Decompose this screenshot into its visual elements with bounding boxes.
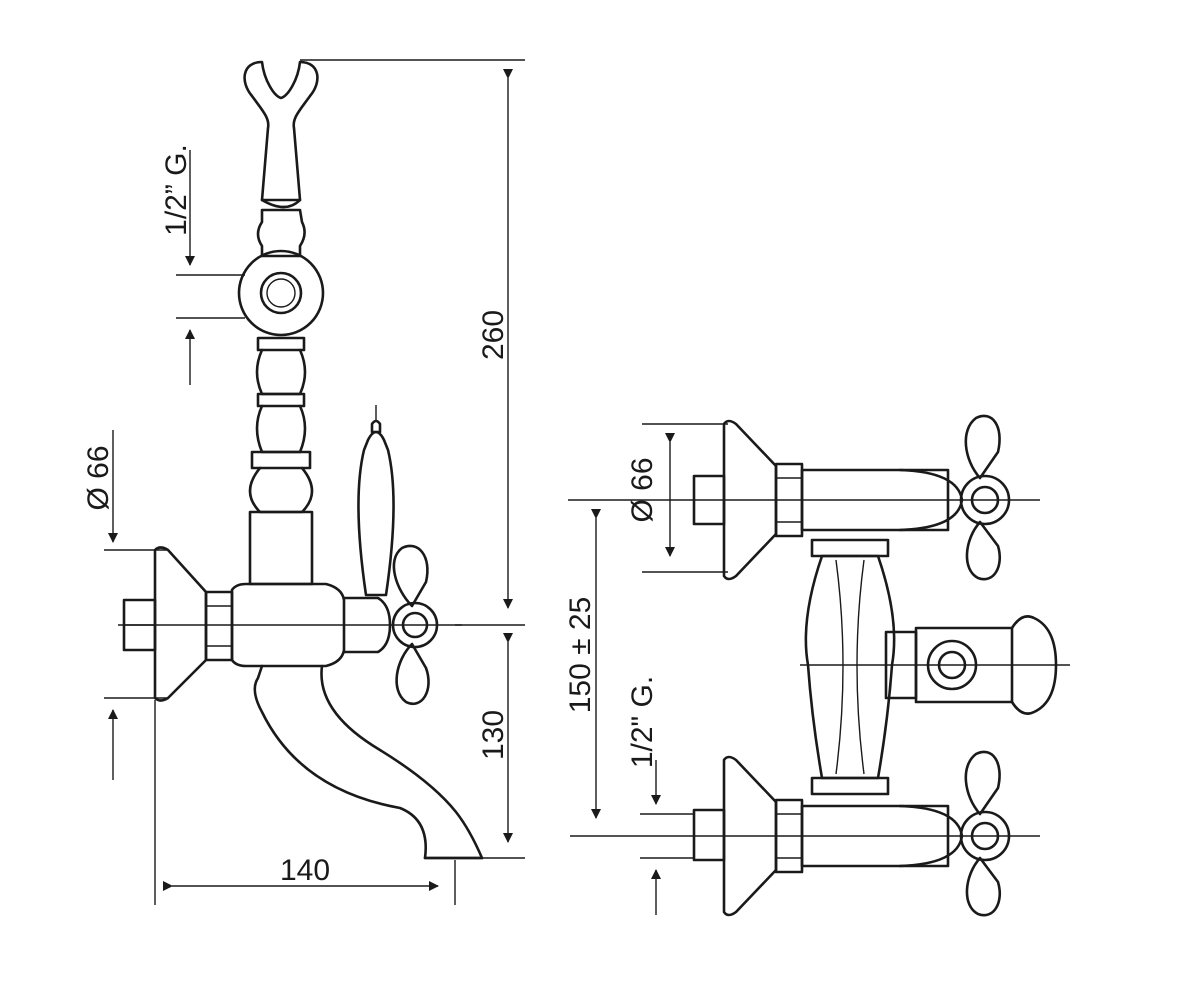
ext-line-thread-right [640,813,694,859]
lever-handle [357,405,395,597]
upper-valve [692,414,1011,581]
dim-thread-top-label: 1/2” G. [160,144,193,236]
diverter-outlet [884,615,1058,715]
front-view: Ø 66 150 ± 25 1/2" G. [564,414,1070,917]
dim-height-label: 260 [477,310,510,360]
dim-flange-left-label: Ø 66 [82,445,115,510]
wall-flange-left [122,546,208,702]
shower-connection [237,249,325,337]
dim-projection-label: 140 [280,854,330,887]
dim-spout-height-label: 130 [477,710,510,760]
side-view: 260 130 140 1/2” G. Ø 66 [82,59,525,905]
riser-lower [248,336,314,586]
spout [253,664,484,860]
dim-thread-right-label: 1/2" G. [626,676,659,768]
dim-flange-right-label: Ø 66 [626,457,659,522]
riser-upper [256,208,306,258]
shower-holder [243,60,319,209]
connecting-column [804,538,896,796]
ext-line-flange [104,549,168,699]
ext-line-flange-right [642,423,728,573]
ext-line-shower-conn [176,274,245,319]
lower-valve [692,750,1011,917]
dim-center-distance-label: 150 ± 25 [564,597,597,714]
